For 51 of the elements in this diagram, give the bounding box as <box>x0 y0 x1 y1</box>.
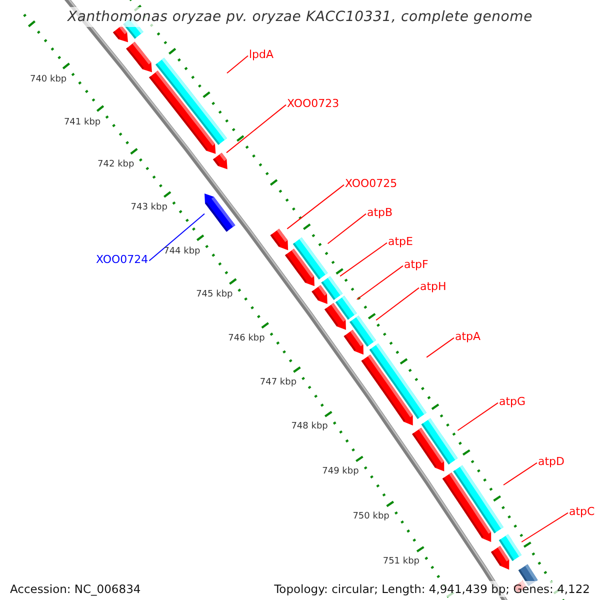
gene-block <box>126 42 152 72</box>
gene-block <box>149 58 227 154</box>
gene-label: atpF <box>404 258 428 271</box>
leader-line <box>457 402 498 431</box>
leader-line <box>376 287 420 321</box>
leader-line <box>356 265 404 300</box>
scale-label: 741 kbp <box>64 117 101 128</box>
scale-label: 740 kbp <box>30 74 67 86</box>
gene-label: XOO0725 <box>345 177 398 190</box>
gene-label: atpC <box>569 505 595 518</box>
gene-label: atpG <box>499 395 526 408</box>
leader-line <box>340 242 388 277</box>
gene-label: XOO0723 <box>287 97 340 110</box>
leader-line <box>503 462 538 486</box>
leader-line <box>226 104 286 154</box>
gene-block <box>285 237 328 286</box>
scale-label: 751 kbp <box>382 556 420 568</box>
scale-label: 745 kbp <box>196 290 233 301</box>
gene-label: lpdA <box>249 48 274 61</box>
scale-label: 750 kbp <box>352 511 390 522</box>
leader-line <box>286 184 344 230</box>
scale-label: 742 kbp <box>98 160 134 171</box>
leader-line <box>426 337 454 358</box>
gene-block <box>490 534 522 570</box>
gene-label: atpA <box>455 330 481 343</box>
scale-label: 744 kbp <box>164 246 200 258</box>
gene-label: atpD <box>538 455 565 468</box>
gene-label: atpH <box>420 280 446 293</box>
gene-block <box>344 316 376 355</box>
gene-block <box>442 465 504 542</box>
gene-block <box>361 343 427 426</box>
leader-line <box>226 55 248 74</box>
scale-label: 746 kbp <box>228 333 265 344</box>
gene-block <box>204 194 236 232</box>
gene-block <box>312 276 343 304</box>
gene-block <box>270 228 288 250</box>
gene-label: atpE <box>388 235 413 248</box>
leader-line <box>521 512 568 542</box>
gene-label: atpB <box>367 206 393 219</box>
scale-label: 747 kbp <box>260 377 297 388</box>
gene-label: XOO0724 <box>96 253 148 266</box>
leader-line <box>148 213 205 262</box>
gene-block <box>213 152 228 170</box>
scale-label: 743 kbp <box>130 202 168 214</box>
footer-text: Topology: circular; Length: 4,941,439 bp; Genes: 4,122 <box>272 581 592 597</box>
leader-line <box>327 213 366 244</box>
footer-text: Accession: NC_006834 <box>8 581 143 597</box>
scale-label: 749 kbp <box>322 466 359 478</box>
gene-block <box>412 418 458 472</box>
scale-label: 748 kbp <box>291 422 328 433</box>
gene-block <box>324 296 357 330</box>
